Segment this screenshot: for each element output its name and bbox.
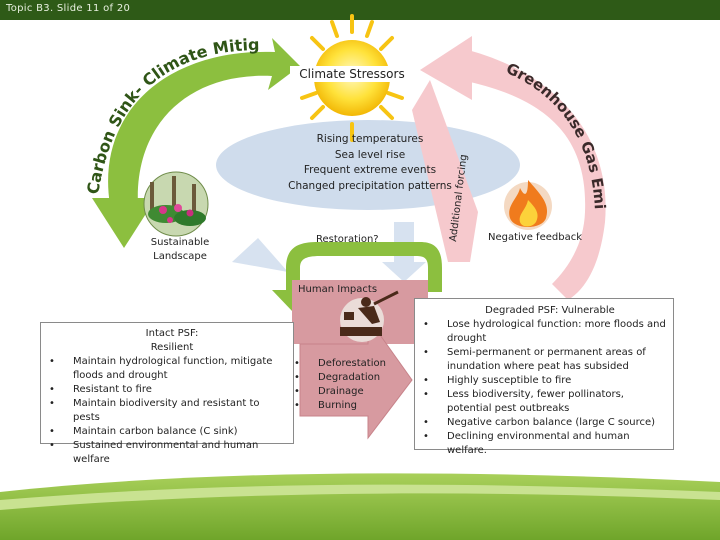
ghg-arrowhead <box>420 36 472 100</box>
stressor-item: Rising temperatures <box>316 133 424 145</box>
stressor-item: Sea level rise <box>334 148 406 161</box>
impact-item: Burning <box>294 399 418 413</box>
intact-item: Maintain carbon balance (C sink) <box>49 425 287 439</box>
climate-stressors-label: Climate Stressors <box>290 66 414 82</box>
slide-title: Topic B3. Slide 11 of 20 <box>6 3 131 14</box>
stressor-list: Rising temperatures Sea level rise Frequ… <box>270 132 470 194</box>
intact-item: Maintain hydrological function, mitigate… <box>49 355 287 383</box>
intact-subtitle: Resilient <box>150 342 194 353</box>
intact-psf-box: Intact PSF: Resilient Maintain hydrologi… <box>40 322 294 465</box>
degraded-item: Highly susceptible to fire <box>423 374 667 388</box>
ground-swoosh-highlight <box>0 484 720 510</box>
degraded-item: Negative carbon balance (large C source) <box>423 416 667 430</box>
logging-pictogram-icon <box>340 290 399 342</box>
restoration-label: Restoration? <box>316 234 379 245</box>
intact-item: Sustained environmental and human welfar… <box>49 439 287 467</box>
degraded-item: Declining environmental and human welfar… <box>423 430 667 458</box>
degraded-item: Lose hydrological function: more floods … <box>423 318 667 346</box>
stressor-item: Frequent extreme events <box>303 164 437 176</box>
impact-item: Drainage <box>294 385 418 399</box>
fire-icon <box>504 180 552 230</box>
degraded-list: Lose hydrological function: more floods … <box>421 318 667 458</box>
sustainable-landscape-label: Sustainable Landscape <box>150 237 210 262</box>
human-impacts-list: Deforestation Degradation Drainage Burni… <box>292 357 418 413</box>
landscape-icon <box>143 171 209 237</box>
intact-item: Resistant to fire <box>49 383 287 397</box>
blue-arrow-left <box>232 238 288 272</box>
stressor-item: Changed precipitation patterns <box>288 179 452 192</box>
intact-title: Intact PSF: <box>145 328 199 339</box>
ground-swoosh <box>0 473 720 540</box>
degraded-psf-box: Degraded PSF: Vulnerable Lose hydrologic… <box>414 298 674 456</box>
carbon-sink-arrowhead <box>92 198 156 248</box>
impact-item: Deforestation <box>294 357 418 371</box>
human-impacts-label: Human Impacts <box>298 284 378 295</box>
degraded-title: Degraded PSF: Vulnerable <box>485 305 615 316</box>
impact-item: Degradation <box>294 371 418 385</box>
intact-item: Maintain biodiversity and resistant to p… <box>49 397 287 425</box>
intact-list: Maintain hydrological function, mitigate… <box>47 355 287 467</box>
slide-header-bar: Topic B3. Slide 11 of 20 <box>0 0 720 20</box>
carbon-sink-arc <box>108 38 300 205</box>
degraded-item: Less biodiversity, fewer pollinators, po… <box>423 388 667 416</box>
degraded-item: Semi-permanent or permanent areas of inu… <box>423 346 667 374</box>
restoration-arrow <box>286 242 442 295</box>
additional-forcing-band <box>412 80 478 262</box>
ghg-arc <box>460 48 606 300</box>
negative-feedback-label: Negative feedback <box>488 232 582 243</box>
